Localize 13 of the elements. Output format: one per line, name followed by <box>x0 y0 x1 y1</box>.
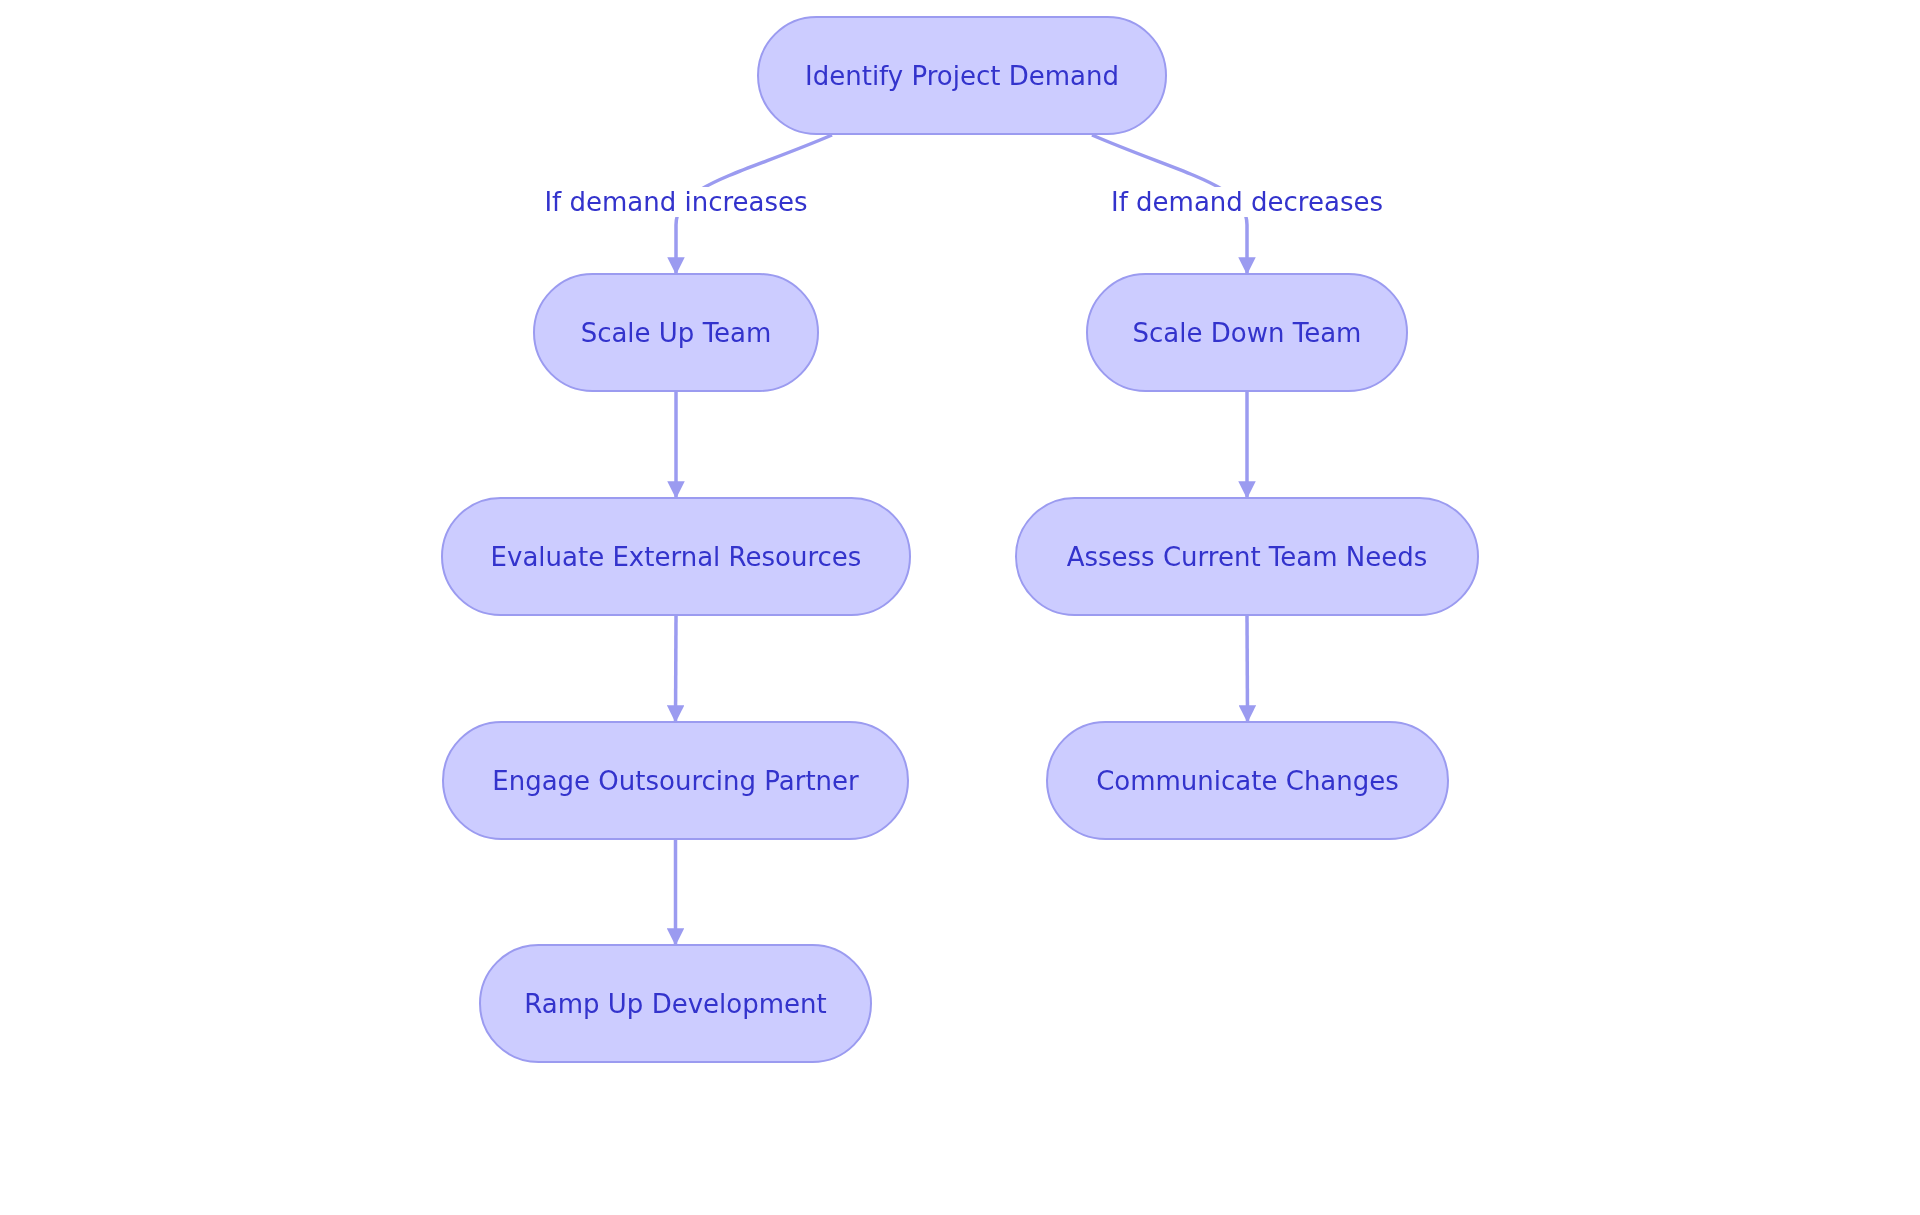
node-label: Scale Down Team <box>1132 317 1362 348</box>
node-label: Ramp Up Development <box>524 988 827 1019</box>
node-label: Evaluate External Resources <box>490 541 862 572</box>
arrow <box>666 616 685 723</box>
arrow <box>667 392 685 499</box>
arrow <box>666 840 685 946</box>
node-label: Identify Project Demand <box>805 60 1119 91</box>
arrow <box>1238 392 1256 499</box>
node-label: Scale Up Team <box>580 317 772 348</box>
node-label: Assess Current Team Needs <box>1066 541 1428 572</box>
node-label: Engage Outsourcing Partner <box>492 765 859 796</box>
node-label: Communicate Changes <box>1096 765 1399 796</box>
arrow <box>1238 616 1257 723</box>
